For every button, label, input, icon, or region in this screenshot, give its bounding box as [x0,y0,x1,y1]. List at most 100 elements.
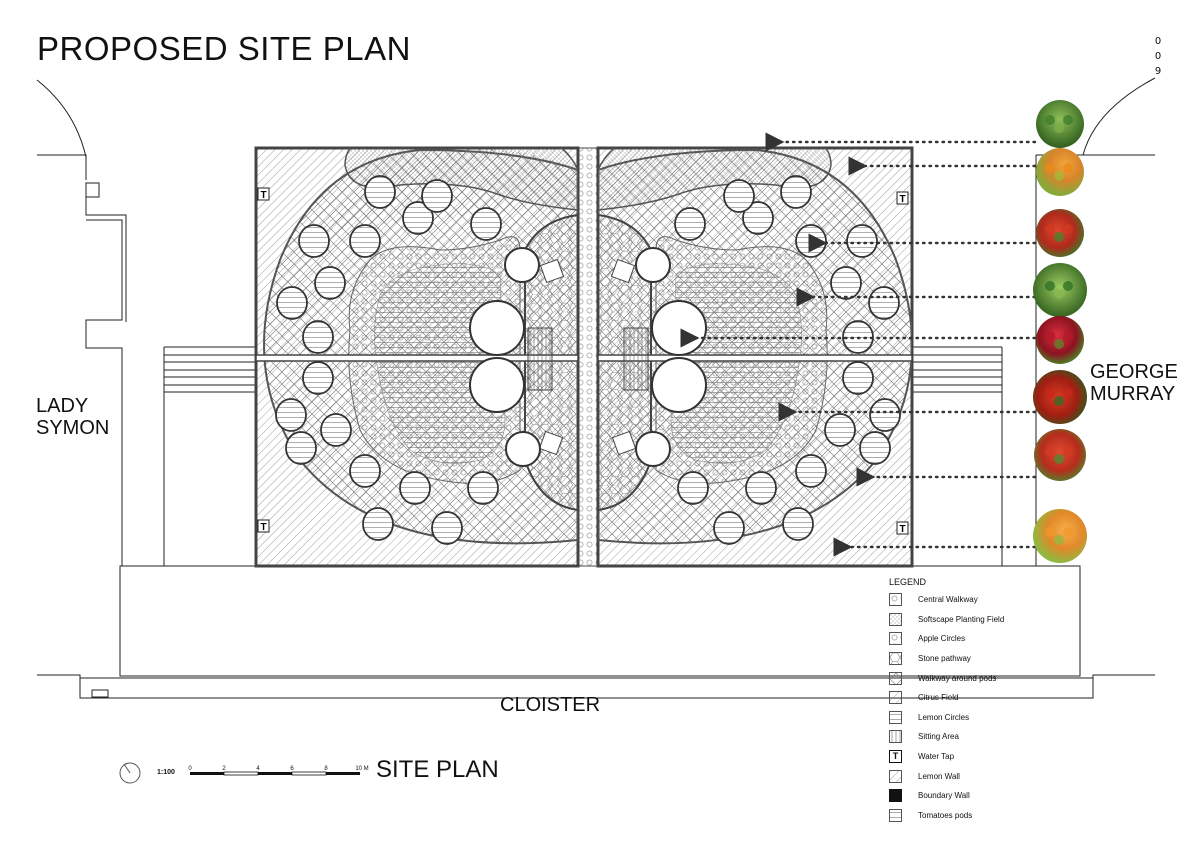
legend-swatch [889,808,902,822]
scale-ratio: 1:100 [157,769,175,776]
produce-highlight [1054,339,1064,349]
produce-highlight [1045,527,1055,537]
central-walkway [577,147,599,567]
produce-highlight [1054,232,1064,242]
legend-label: Apple Circles [918,634,966,644]
legend-label: Tomatoes pods [918,810,973,820]
cloister-label: CLOISTER [500,694,601,716]
produce-highlight [1045,281,1055,291]
lemon-pod [782,507,814,541]
lemon-pod [349,454,381,488]
produce-highlight [1063,115,1073,125]
legend-swatch [889,769,902,783]
legend-swatch [889,730,902,744]
lemon-pod [859,431,891,465]
scale-tick-label: 2 [222,766,226,772]
water-tap-icon: T [260,522,266,533]
lemon-pod [674,207,706,241]
plant-reference-arrows [680,132,1037,557]
lady-symon-label: LADY SYMON [36,395,110,439]
water-tap-icon: T [260,190,266,201]
lemon-pod [470,207,502,241]
lemon-pod [780,175,812,209]
produce-highlight [1063,446,1073,456]
scale-tick-label: 6 [290,766,294,772]
produce-highlight [1045,115,1055,125]
produce-highlight [1054,396,1064,406]
legend-swatch [889,691,902,705]
legend-item: Tomatoes pods [889,806,1079,826]
scale-tick-label: 4 [256,766,260,772]
legend-item: Stone pathway [889,649,1079,669]
scale-tick-label: 0 [188,766,192,772]
lemon-pod [285,431,317,465]
lemon-pod [431,511,463,545]
legend-label: Boundary Wall [918,791,970,801]
page-number-digit: 0 [1154,36,1162,47]
produce-highlight [1063,281,1073,291]
produce-highlight [1045,163,1055,173]
north-arrow-icon [119,762,141,784]
legend-swatch [889,710,902,724]
legend-label: Lemon Wall [918,771,960,781]
page-number: 0 0 9 [1151,34,1165,79]
site-plan-caption: SITE PLAN [376,756,499,783]
water-tap-icon: T [899,524,905,535]
lemon-pod [314,266,346,300]
lemon-pod [402,201,434,235]
plant-photo-column [1033,100,1087,563]
lemon-pod [276,286,308,320]
lemon-pod [349,224,381,258]
produce-highlight [1063,224,1073,234]
lemon-pod [713,511,745,545]
produce-highlight [1063,163,1073,173]
page-number-digit: 0 [1154,51,1162,62]
lemon-pod [842,361,874,395]
lemon-pod [846,224,878,258]
lemon-pod [362,507,394,541]
legend-label: Stone pathway [918,654,971,664]
lemon-pod [824,413,856,447]
legend-label: Lemon Circles [918,712,970,722]
produce-highlight [1063,527,1073,537]
steps-right [912,346,1003,566]
steps-left [163,346,256,566]
lemon-pod [677,471,709,505]
legend-item: Sitting Area [889,727,1079,747]
lemon-pod [399,471,431,505]
produce-highlight [1045,388,1055,398]
lady-symon-building [36,79,127,566]
scale-bar: 0 2 4 6 8 10 M [188,766,369,776]
lemon-pod [275,398,307,432]
legend-label: Softscape Planting Field [918,614,1005,624]
produce-highlight [1063,331,1073,341]
water-taps: T T T T [257,187,909,535]
left-garden [254,146,580,568]
lemon-pod [302,320,334,354]
legend-swatch [889,652,902,666]
lemon-pod [320,413,352,447]
produce-highlight [1045,224,1055,234]
produce-highlight [1045,446,1055,456]
legend-label: Water Tap [918,752,955,762]
lemon-pod [723,179,755,213]
lemon-pod [364,175,396,209]
legend-item: Citrus Field [889,688,1079,708]
legend-title: LEGEND [889,577,927,587]
page-title: PROPOSED SITE PLAN [37,30,411,67]
lemon-pod [467,471,499,505]
lemon-pod [869,398,901,432]
lemon-pod [795,454,827,488]
lemon-pod [302,361,334,395]
legend-item: Central Walkway [889,590,1079,610]
legend-label: Walkway around pods [918,673,997,683]
legend-swatch [889,789,902,803]
produce-highlight [1054,171,1064,181]
legend-item: Apple Circles [889,629,1079,649]
george-murray-label: GEORGE MURRAY [1090,361,1178,405]
legend-item: Boundary Wall [889,786,1079,806]
lemon-pod [830,266,862,300]
